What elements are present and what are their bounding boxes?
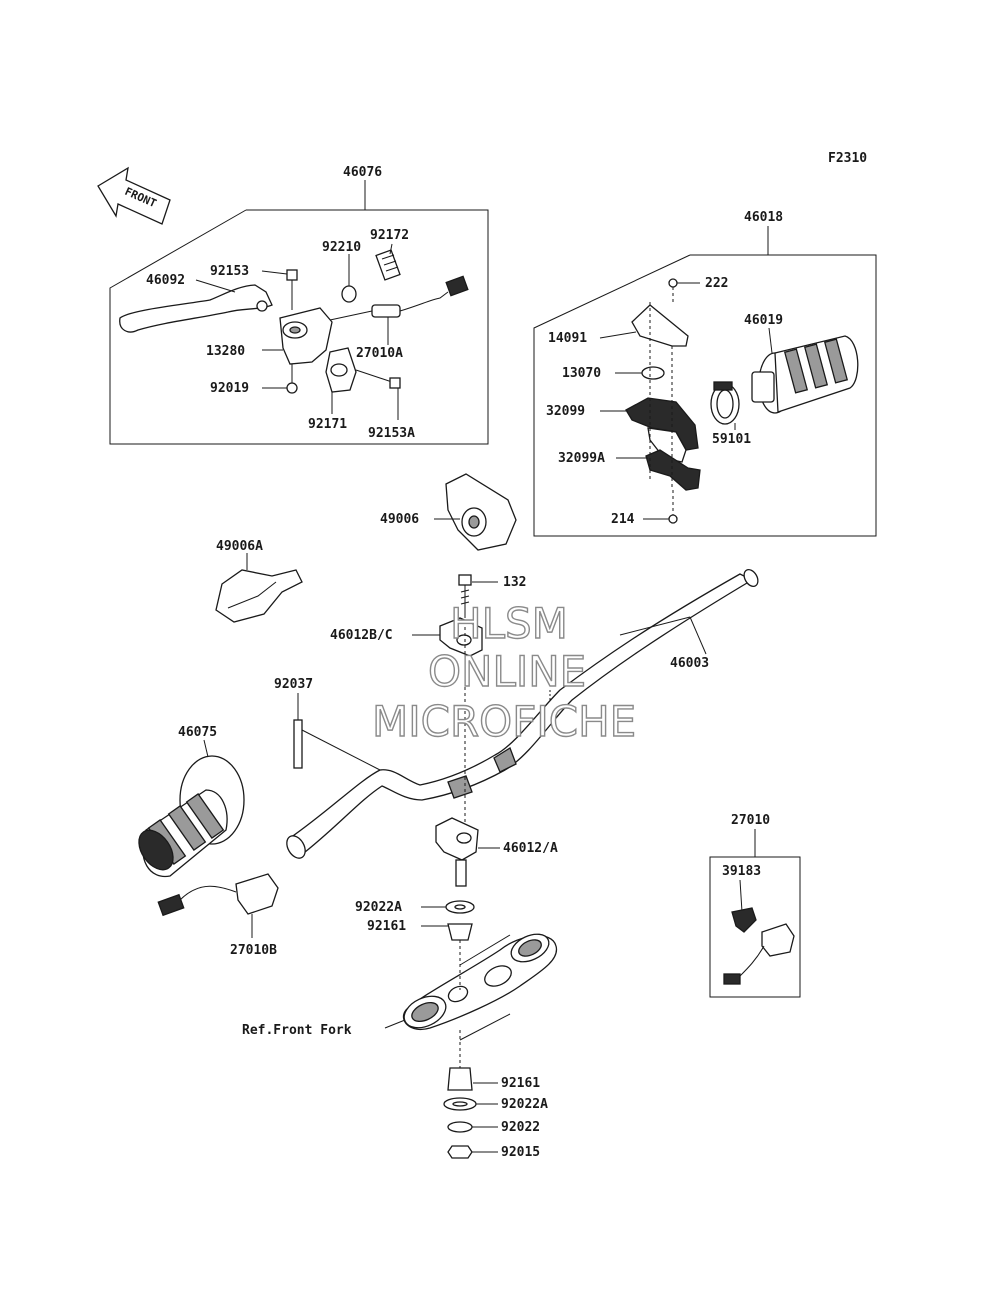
callout-46075: 46075: [178, 725, 217, 740]
throttle-cover: [631, 304, 689, 347]
rubber-damper-lower: [447, 1067, 473, 1091]
throttle-pulley: [641, 366, 665, 380]
throttle-housing-upper: [625, 397, 699, 451]
callout-46019: 46019: [744, 313, 783, 328]
callout-214: 214: [611, 512, 635, 527]
watermark-line1: HLSM: [450, 599, 568, 648]
adjuster-screw: [375, 249, 401, 281]
hand-guard-mount: [445, 473, 517, 551]
callout-ref-front-fork: Ref.Front Fork: [242, 1023, 352, 1038]
callout-92037: 92037: [274, 677, 313, 692]
watermark: HLSM ONLINE MICROFICHE: [371, 598, 637, 746]
callout-92022A-upper: 92022A: [355, 900, 402, 915]
callout-13070: 13070: [562, 366, 601, 381]
callout-46092: 46092: [146, 273, 185, 288]
callout-27010B: 27010B: [230, 943, 277, 958]
callout-46012B/C: 46012B/C: [330, 628, 393, 643]
callout-39183: 39183: [722, 864, 761, 879]
handlebar: [286, 568, 759, 859]
washer-92022: [447, 1121, 473, 1133]
callout-92022A-lower: 92022A: [501, 1097, 548, 1112]
clamp-bolt: [355, 369, 401, 389]
clutch-switch: [371, 275, 469, 318]
housing-screw: [668, 490, 678, 524]
callout-59101: 59101: [712, 432, 751, 447]
throttle-housing-lower: [645, 449, 701, 491]
callout-92161-upper: 92161: [367, 919, 406, 934]
callout-46076: 46076: [343, 165, 382, 180]
front-direction-arrow: FRONT: [97, 166, 171, 225]
callout-92022: 92022: [501, 1120, 540, 1135]
callout-49006A: 49006A: [216, 539, 263, 554]
watermark-line2: ONLINE: [428, 647, 586, 696]
callout-46012/A: 46012/A: [503, 841, 558, 856]
callout-46003: 46003: [670, 656, 709, 671]
throttle-grip: [751, 335, 859, 414]
cover-screw: [668, 278, 678, 302]
holder-bolt: [458, 574, 472, 615]
left-grip: [138, 755, 245, 878]
callout-27010A: 27010A: [356, 346, 403, 361]
callout-27010: 27010: [731, 813, 770, 828]
throttle-assembly-box: [533, 254, 877, 537]
left-switch: [157, 873, 279, 917]
watermark-line3: MICROFICHE: [372, 697, 636, 746]
callout-92210: 92210: [322, 240, 361, 255]
callout-14091: 14091: [548, 331, 587, 346]
holder-clamp: [325, 347, 357, 393]
handlebar-holder-upper: [439, 617, 483, 657]
lever-nut: [286, 382, 298, 394]
clutch-assembly-box: [109, 209, 489, 445]
rubber-damper-upper: [447, 923, 473, 941]
callout-92015: 92015: [501, 1145, 540, 1160]
stem-nut: [447, 1145, 473, 1159]
adjuster-nut: [341, 285, 357, 303]
clutch-lever: [119, 284, 273, 333]
callout-13280: 13280: [206, 344, 245, 359]
callout-92153A: 92153A: [368, 426, 415, 441]
callout-49006: 49006: [380, 512, 419, 527]
figure-code: F2310: [828, 151, 867, 166]
callout-132: 132: [503, 575, 526, 590]
callout-92019: 92019: [210, 381, 249, 396]
hand-guard: [215, 569, 303, 623]
handlebar-holder-lower: [435, 817, 479, 887]
callout-46018: 46018: [744, 210, 783, 225]
callout-32099: 32099: [546, 404, 585, 419]
callout-92153: 92153: [210, 264, 249, 279]
callout-92172: 92172: [370, 228, 409, 243]
lever-holder: [279, 307, 333, 365]
upper-triple-clamp: [402, 933, 558, 1031]
switch-bracket: [731, 907, 757, 933]
callout-92171: 92171: [308, 417, 347, 432]
callout-222: 222: [705, 276, 728, 291]
callout-92161-lower: 92161: [501, 1076, 540, 1091]
grip-clamp: [710, 381, 740, 425]
right-switch: [723, 923, 795, 985]
callout-32099A: 32099A: [558, 451, 605, 466]
pivot-bolt: [286, 269, 298, 310]
wire-band: [293, 719, 303, 769]
